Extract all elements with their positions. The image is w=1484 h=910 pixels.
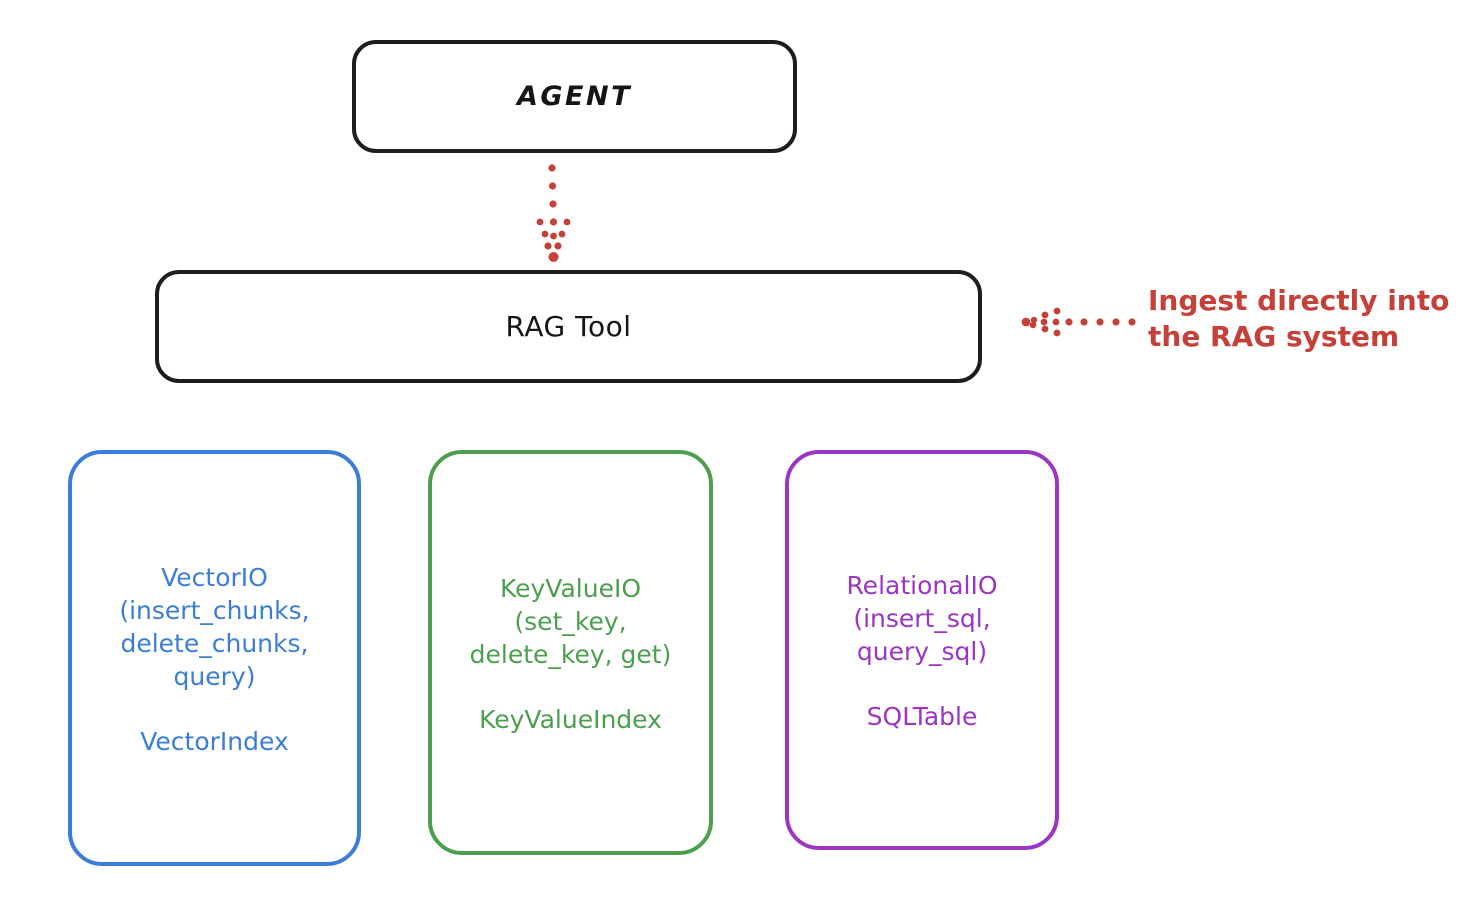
store-vector-io-index: VectorIndex bbox=[140, 726, 289, 756]
node-rag-tool[interactable]: RAG Tool bbox=[155, 270, 982, 383]
dotted-shaft-icon bbox=[1065, 318, 1136, 326]
store-key-value-io-api: KeyValueIO (set_key, delete_key, get) bbox=[469, 573, 672, 669]
store-key-value-io[interactable]: KeyValueIO (set_key, delete_key, get) Ke… bbox=[428, 450, 713, 855]
node-rag-tool-label: RAG Tool bbox=[505, 310, 632, 343]
arrowhead-down-icon bbox=[536, 218, 571, 262]
connector-agent-to-rag-tool bbox=[536, 164, 571, 262]
node-agent-label: AGENT bbox=[516, 81, 632, 112]
connector-ingest-pointer bbox=[1021, 307, 1136, 337]
store-relational-io-api: RelationalIO (insert_sql, query_sql) bbox=[846, 571, 998, 666]
dotted-shaft-icon bbox=[548, 164, 558, 226]
store-relational-io[interactable]: RelationalIO (insert_sql, query_sql) SQL… bbox=[785, 450, 1059, 850]
annotation-ingest-directly: Ingest directly into the RAG system bbox=[1148, 284, 1450, 353]
node-agent[interactable]: AGENT bbox=[352, 40, 797, 153]
store-vector-io-api: VectorIO (insert_chunks, delete_chunks, … bbox=[119, 562, 310, 691]
store-vector-io[interactable]: VectorIO (insert_chunks, delete_chunks, … bbox=[68, 450, 361, 866]
store-relational-io-index: SQLTable bbox=[866, 702, 978, 731]
store-key-value-io-index: KeyValueIndex bbox=[479, 704, 662, 734]
arrowhead-left-icon bbox=[1021, 307, 1061, 337]
